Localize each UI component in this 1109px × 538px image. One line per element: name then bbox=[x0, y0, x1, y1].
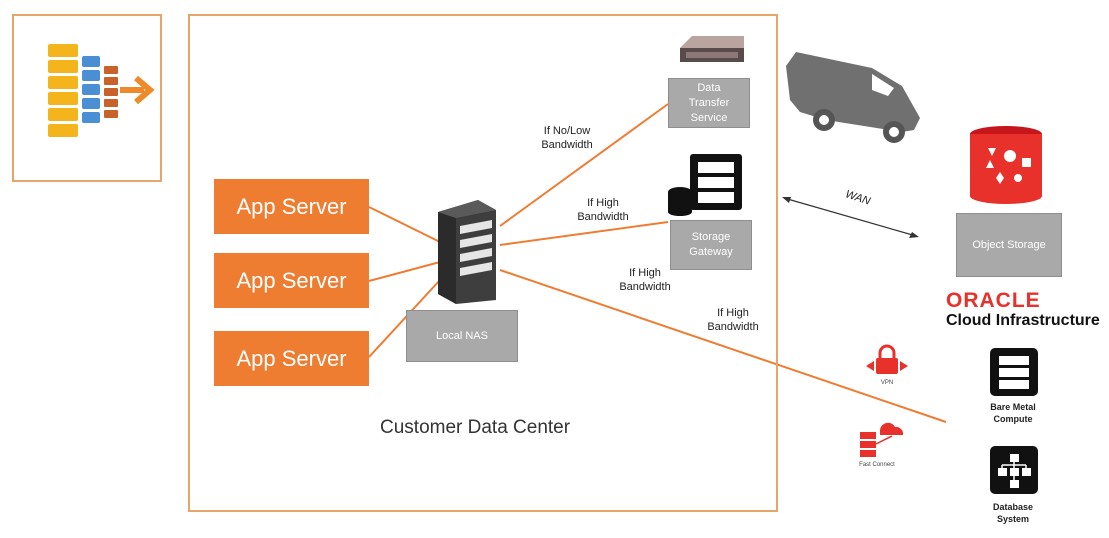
connector-nas-oracle-direct bbox=[499, 269, 947, 423]
database-system-icon bbox=[990, 446, 1038, 494]
cloud-infrastructure-label: Cloud Infrastructure bbox=[946, 312, 1100, 329]
edge-label-high-bandwidth-mid: If High Bandwidth bbox=[619, 267, 671, 293]
migration-icon-frame bbox=[12, 14, 162, 182]
app-server-1: App Server bbox=[214, 179, 369, 234]
data-transfer-appliance-icon bbox=[680, 36, 744, 62]
vpn-lock-icon bbox=[866, 344, 908, 374]
object-storage-box: Object Storage bbox=[956, 213, 1062, 277]
local-nas-box: Local NAS bbox=[406, 310, 518, 362]
edge-label-no-low-bandwidth: If No/Low Bandwidth bbox=[541, 125, 593, 151]
oracle-logo: ORACLE bbox=[946, 289, 1041, 312]
bare-metal-compute-icon bbox=[990, 348, 1038, 396]
bare-metal-compute-label: Bare Metal Compute bbox=[990, 402, 1036, 424]
nas-server-icon bbox=[438, 200, 496, 304]
fast-connect-icon bbox=[860, 422, 904, 457]
app-server-2: App Server bbox=[214, 253, 369, 308]
connector-app-server-3-nas bbox=[368, 279, 441, 358]
connector-app-server-2-nas bbox=[368, 261, 441, 282]
database-system-label: Database System bbox=[992, 502, 1034, 524]
fast-connect-label: Fast Connect bbox=[859, 462, 895, 468]
storage-gateway-icon bbox=[668, 154, 742, 216]
data-migration-icon bbox=[48, 44, 155, 137]
connector-nas-data-transfer bbox=[499, 103, 669, 227]
edge-label-high-bandwidth-gateway: If High Bandwidth bbox=[577, 197, 629, 223]
edge-label-high-bandwidth-direct: If High Bandwidth bbox=[707, 307, 759, 333]
app-server-3: App Server bbox=[214, 331, 369, 386]
connector-app-server-1-nas bbox=[368, 206, 441, 243]
connector-nas-storage-gateway bbox=[499, 221, 669, 246]
data-transfer-service-box: Data Transfer Service bbox=[668, 78, 750, 128]
customer-data-center-frame bbox=[188, 14, 778, 512]
vpn-label: VPN bbox=[880, 380, 894, 386]
storage-gateway-box: Storage Gateway bbox=[670, 220, 752, 270]
van-icon bbox=[786, 52, 920, 143]
wan-arrow bbox=[782, 197, 919, 238]
object-storage-icon bbox=[970, 126, 1042, 204]
customer-data-center-label: Customer Data Center bbox=[380, 417, 571, 438]
